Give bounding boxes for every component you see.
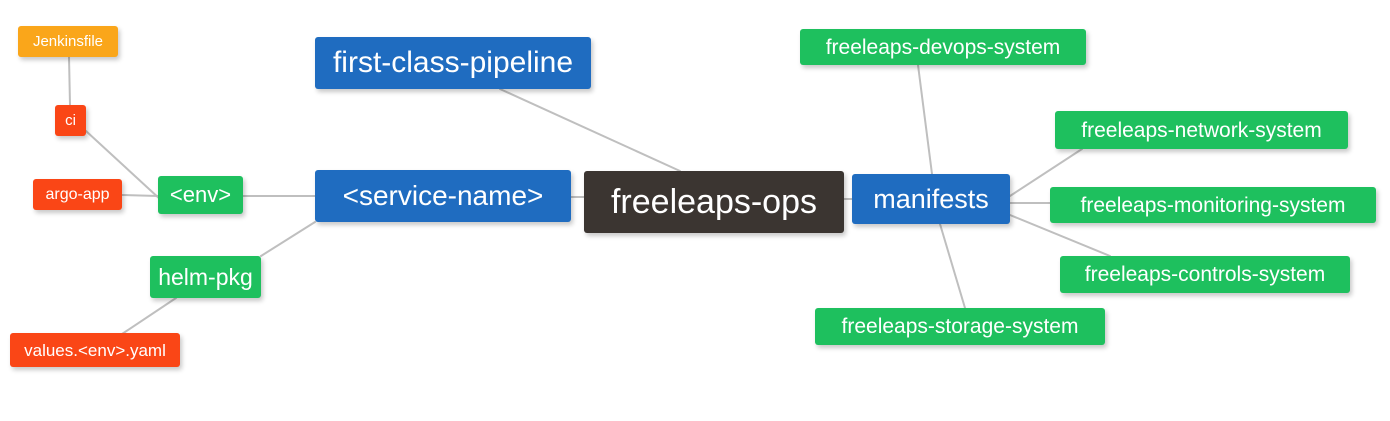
- edge-first-class-pipeline-to-freeleaps-ops: [499, 88, 681, 172]
- node-freeleaps-ops[interactable]: freeleaps-ops: [584, 171, 844, 233]
- node-jenkinsfile[interactable]: Jenkinsfile: [18, 26, 118, 57]
- node-label-freeleaps-storage-system: freeleaps-storage-system: [841, 315, 1079, 338]
- node-manifests[interactable]: manifests: [852, 174, 1010, 224]
- node-label-argo-app: argo-app: [45, 185, 110, 203]
- node-ci[interactable]: ci: [55, 105, 86, 136]
- node-label-env: <env>: [169, 182, 232, 207]
- node-env[interactable]: <env>: [158, 176, 243, 214]
- edge-manifests-to-freeleaps-storage-system: [939, 223, 966, 309]
- node-label-freeleaps-network-system: freeleaps-network-system: [1081, 118, 1322, 142]
- node-label-jenkinsfile: Jenkinsfile: [32, 33, 104, 50]
- node-values-env-yaml[interactable]: values.<env>.yaml: [10, 333, 180, 367]
- node-argo-app[interactable]: argo-app: [33, 179, 122, 210]
- edge-argo-app-to-env: [121, 194, 159, 197]
- node-freeleaps-monitoring-system[interactable]: freeleaps-monitoring-system: [1050, 187, 1376, 223]
- node-first-class-pipeline[interactable]: first-class-pipeline: [315, 37, 591, 89]
- node-label-service-name: <service-name>: [342, 180, 544, 211]
- node-label-manifests: manifests: [873, 183, 989, 214]
- node-freeleaps-devops-system[interactable]: freeleaps-devops-system: [800, 29, 1086, 65]
- node-helm-pkg[interactable]: helm-pkg: [150, 256, 261, 298]
- node-label-freeleaps-devops-system: freeleaps-devops-system: [825, 35, 1061, 59]
- node-label-freeleaps-ops: freeleaps-ops: [610, 183, 817, 221]
- edge-jenkinsfile-to-ci: [68, 56, 71, 106]
- node-freeleaps-network-system[interactable]: freeleaps-network-system: [1055, 111, 1348, 149]
- node-label-freeleaps-monitoring-system: freeleaps-monitoring-system: [1080, 193, 1346, 217]
- edge-helm-pkg-to-values-env-yaml: [121, 297, 177, 335]
- node-freeleaps-storage-system[interactable]: freeleaps-storage-system: [815, 308, 1105, 345]
- edge-service-name-to-helm-pkg: [260, 221, 316, 257]
- node-label-values-env-yaml: values.<env>.yaml: [24, 340, 166, 360]
- node-label-ci: ci: [65, 112, 76, 129]
- node-service-name[interactable]: <service-name>: [315, 170, 571, 222]
- node-label-helm-pkg: helm-pkg: [158, 263, 253, 290]
- node-label-freeleaps-controls-system: freeleaps-controls-system: [1084, 263, 1326, 286]
- node-freeleaps-controls-system[interactable]: freeleaps-controls-system: [1060, 256, 1350, 293]
- node-label-first-class-pipeline: first-class-pipeline: [332, 46, 574, 79]
- edge-manifests-to-freeleaps-devops-system: [917, 64, 933, 175]
